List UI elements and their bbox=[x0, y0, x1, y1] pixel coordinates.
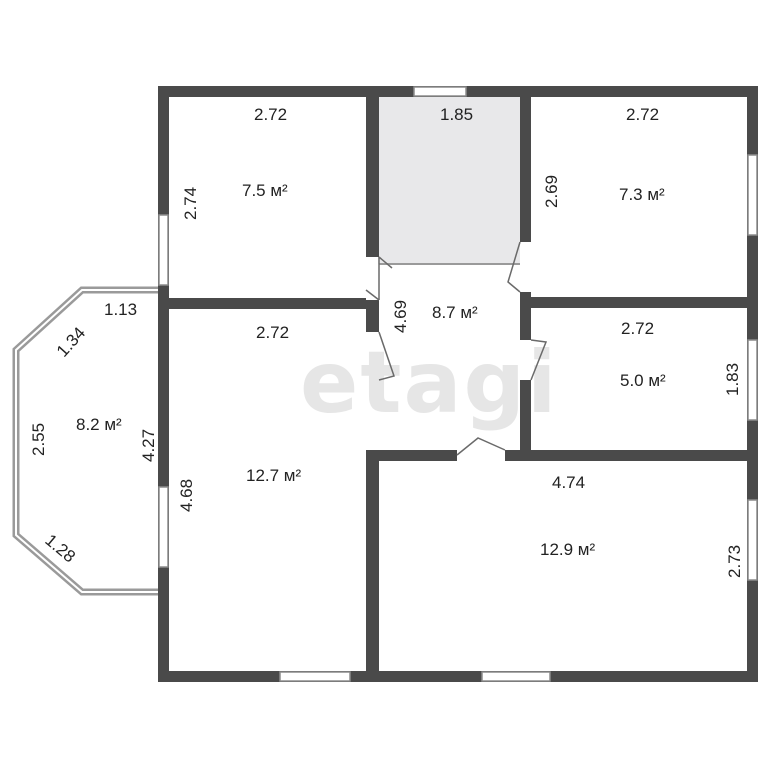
dim-mid-right-height: 1.83 bbox=[723, 363, 742, 396]
window-left-top bbox=[158, 214, 169, 286]
window-left-bottom bbox=[158, 486, 169, 568]
window-top bbox=[413, 86, 467, 97]
dim-bay-diag-top: 1.34 bbox=[53, 323, 89, 360]
door-top-right bbox=[507, 241, 521, 293]
dim-top-right-width: 2.72 bbox=[626, 105, 659, 124]
window-right-bottom bbox=[747, 499, 758, 581]
dim-bottom-right-width: 4.74 bbox=[552, 473, 585, 492]
area-top-left: 7.5 м² bbox=[242, 181, 288, 200]
doors bbox=[365, 241, 548, 456]
wall-left-hall-3 bbox=[366, 450, 379, 671]
area-left-big: 12.7 м² bbox=[246, 466, 301, 485]
dimensions: 2.72 2.74 7.5 м² 1.85 2.72 2.69 7.3 м² 8… bbox=[29, 105, 744, 578]
door-top-left bbox=[365, 289, 380, 301]
wall-bottom bbox=[158, 671, 758, 682]
door-left-big bbox=[378, 331, 395, 381]
dim-bay-right: 4.27 bbox=[139, 429, 158, 462]
dim-bay-left: 2.55 bbox=[29, 423, 48, 456]
area-bay: 8.2 м² bbox=[76, 415, 122, 434]
dim-mid-right-width: 2.72 bbox=[621, 319, 654, 338]
wall-hall-right bbox=[520, 292, 531, 340]
dim-left-big-width: 2.72 bbox=[256, 323, 289, 342]
door-bath bbox=[378, 256, 393, 300]
dim-bottom-right-height: 2.73 bbox=[725, 545, 744, 578]
window-right-mid bbox=[747, 339, 758, 421]
dim-bath-width: 1.85 bbox=[440, 105, 473, 124]
dim-top-left-width: 2.72 bbox=[254, 105, 287, 124]
wall-left bbox=[158, 86, 169, 682]
dim-top-right-height: 2.69 bbox=[542, 175, 561, 208]
area-bottom-right: 12.9 м² bbox=[540, 540, 595, 559]
dim-top-left-height: 2.74 bbox=[181, 187, 200, 220]
area-mid-right: 5.0 м² bbox=[620, 371, 666, 390]
wall-left-hall bbox=[366, 97, 379, 257]
wall-hall-right-2 bbox=[520, 380, 531, 460]
dim-bay-top: 1.13 bbox=[104, 300, 137, 319]
wall-bath-right bbox=[520, 97, 531, 242]
area-top-right: 7.3 м² bbox=[619, 185, 665, 204]
wall-top-right-bottom bbox=[531, 297, 747, 308]
wall-bottom-right-top bbox=[379, 450, 457, 461]
dim-left-big-height: 4.68 bbox=[177, 479, 196, 512]
wall-left-hall-2 bbox=[366, 300, 379, 332]
door-bottom-right bbox=[456, 437, 506, 456]
area-hall: 8.7 м² bbox=[432, 303, 478, 322]
window-bottom-left bbox=[279, 671, 351, 682]
window-right-top bbox=[747, 154, 758, 236]
watermark-text: etagi bbox=[300, 333, 559, 433]
bay-window-inner bbox=[15, 289, 160, 593]
dim-hall-height: 4.69 bbox=[391, 300, 410, 333]
window-bottom-right bbox=[481, 671, 551, 682]
door-mid-right bbox=[530, 339, 548, 381]
windows bbox=[158, 86, 758, 682]
bathroom-floor bbox=[378, 97, 520, 264]
wall-bottom-right-top-2 bbox=[505, 450, 747, 461]
wall-top-left-bottom bbox=[169, 298, 366, 309]
